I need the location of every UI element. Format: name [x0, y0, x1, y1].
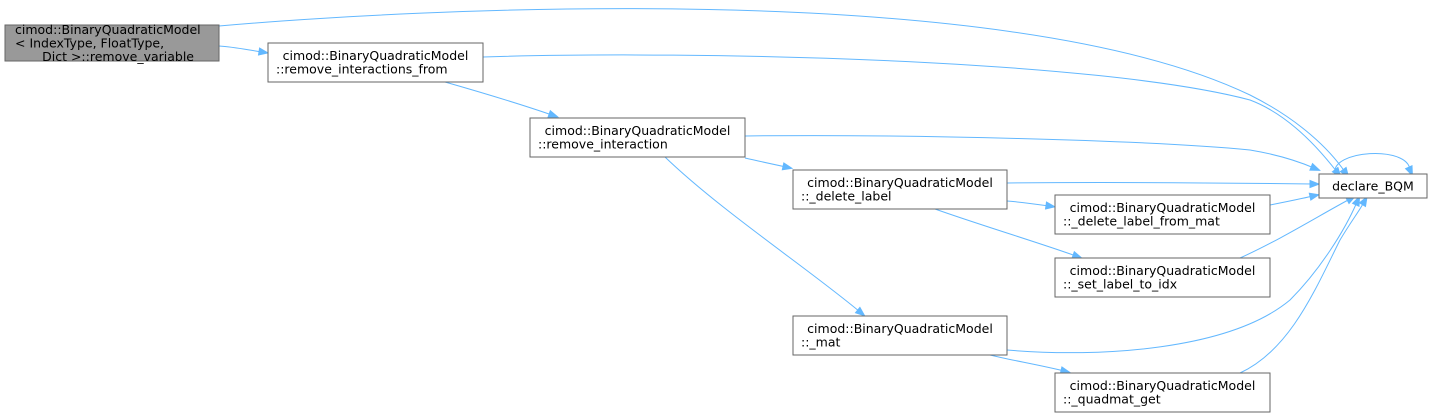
edge-mat-to-declare_BQM	[1006, 195, 1361, 354]
edge-arrowhead	[1309, 162, 1321, 171]
node-label-line: cimod::BinaryQuadraticModel	[807, 321, 993, 336]
node-box[interactable]	[792, 315, 1008, 356]
nodes-layer: cimod::BinaryQuadraticModel< IndexType, …	[4, 22, 1428, 413]
node-label-line: < IndexType, FloatType,	[15, 35, 164, 50]
edge-line	[664, 156, 861, 313]
node-box[interactable]	[1318, 173, 1428, 199]
edge-quadmat_get-to-declare_BQM	[1239, 195, 1368, 374]
edge-remove_interactions_from-to-remove_interaction	[444, 81, 560, 118]
node-box[interactable]	[792, 169, 1008, 210]
node-label-line: ::remove_interaction	[538, 137, 668, 152]
edge-delete_label-to-set_label_to_idx	[934, 208, 1084, 259]
edge-line	[1006, 201, 1358, 354]
node-box[interactable]	[1054, 257, 1271, 298]
edge-delete_label-to-declare_BQM	[1006, 179, 1321, 189]
node-box[interactable]	[267, 42, 484, 83]
node-label-line: cimod::BinaryQuadraticModel	[807, 175, 993, 190]
edge-line	[1269, 195, 1314, 206]
edge-mat-to-quadmat_get	[989, 354, 1072, 375]
node-label-line: ::_set_label_to_idx	[1063, 277, 1177, 292]
edge-arrowhead	[854, 306, 866, 317]
node-box[interactable]	[1054, 194, 1271, 235]
edge-line	[218, 8, 1346, 173]
edge-line	[744, 157, 787, 168]
node-label-line: cimod::BinaryQuadraticModel	[1070, 200, 1256, 215]
edge-arrowhead	[1308, 192, 1321, 201]
edges-layer	[218, 8, 1413, 375]
node-set_label_to_idx[interactable]: cimod::BinaryQuadraticModel::_set_label_…	[1054, 257, 1271, 298]
node-label-line: declare_BQM	[1332, 178, 1414, 193]
edge-line	[482, 54, 1338, 173]
edge-arrowhead	[1071, 250, 1084, 259]
edge-arrowhead	[1351, 195, 1361, 207]
edge-remove_variable-to-remove_interactions_from	[218, 45, 270, 56]
edge-line	[1239, 198, 1351, 259]
edge-line	[1006, 200, 1050, 207]
edge-line	[444, 81, 553, 116]
node-label-line: ::remove_interactions_from	[276, 62, 448, 77]
edge-remove_interaction-to-delete_label	[744, 157, 794, 171]
node-remove_interactions_from[interactable]: cimod::BinaryQuadraticModel::remove_inte…	[267, 42, 484, 83]
node-box[interactable]	[1054, 372, 1271, 413]
edge-arrowhead	[547, 109, 560, 118]
node-remove_interaction[interactable]: cimod::BinaryQuadraticModel::remove_inte…	[529, 117, 746, 158]
edge-line	[1239, 201, 1365, 374]
node-label-line: ::_delete_label	[801, 189, 892, 204]
node-label-line: cimod::BinaryQuadraticModel	[1070, 378, 1256, 393]
edge-arrowhead	[257, 47, 270, 56]
node-label-line: cimod::BinaryQuadraticModel	[283, 48, 469, 63]
node-label-line: ::_delete_label_from_mat	[1063, 214, 1220, 229]
edge-line	[934, 208, 1077, 257]
edge-delete_label-to-delete_label_from_mat	[1006, 200, 1057, 210]
node-label-line: cimod::BinaryQuadraticModel	[1070, 263, 1256, 278]
edge-remove_variable-to-declare_BQM	[218, 8, 1350, 179]
edge-delete_label_from_mat-to-declare_BQM	[1269, 192, 1321, 206]
node-label-line: cimod::BinaryQuadraticModel	[545, 123, 731, 138]
node-mat[interactable]: cimod::BinaryQuadraticModel::_mat	[792, 315, 1008, 356]
edge-declare_BQM-to-declare_BQM	[1334, 153, 1413, 177]
node-declare_BQM[interactable]: declare_BQM	[1318, 173, 1428, 199]
node-label-line: Dict >::remove_variable	[42, 49, 194, 64]
edge-line	[744, 135, 1315, 169]
node-box[interactable]	[529, 117, 746, 158]
edge-arrowhead	[1404, 165, 1413, 177]
edge-remove_interactions_from-to-declare_BQM	[482, 54, 1342, 178]
edge-line	[1334, 153, 1411, 175]
edge-line	[1006, 182, 1314, 185]
edge-line	[218, 45, 263, 53]
edge-arrowhead	[1309, 179, 1321, 189]
node-box	[4, 24, 220, 62]
edge-remove_interaction-to-mat	[664, 156, 866, 317]
node-label-line: ::_quadmat_get	[1063, 392, 1161, 407]
edge-arrowhead	[1358, 195, 1368, 208]
node-delete_label_from_mat[interactable]: cimod::BinaryQuadraticModel::_delete_lab…	[1054, 194, 1271, 235]
edge-line	[989, 354, 1065, 372]
node-remove_variable: cimod::BinaryQuadraticModel< IndexType, …	[4, 22, 220, 64]
edge-arrowhead	[781, 162, 794, 171]
edge-arrowhead	[1044, 201, 1057, 210]
node-label-line: ::_mat	[801, 335, 841, 350]
edge-remove_interaction-to-declare_BQM	[744, 135, 1321, 171]
node-quadmat_get[interactable]: cimod::BinaryQuadraticModel::_quadmat_ge…	[1054, 372, 1271, 413]
node-label-line: cimod::BinaryQuadraticModel	[15, 22, 201, 37]
node-delete_label[interactable]: cimod::BinaryQuadraticModel::_delete_lab…	[792, 169, 1008, 210]
